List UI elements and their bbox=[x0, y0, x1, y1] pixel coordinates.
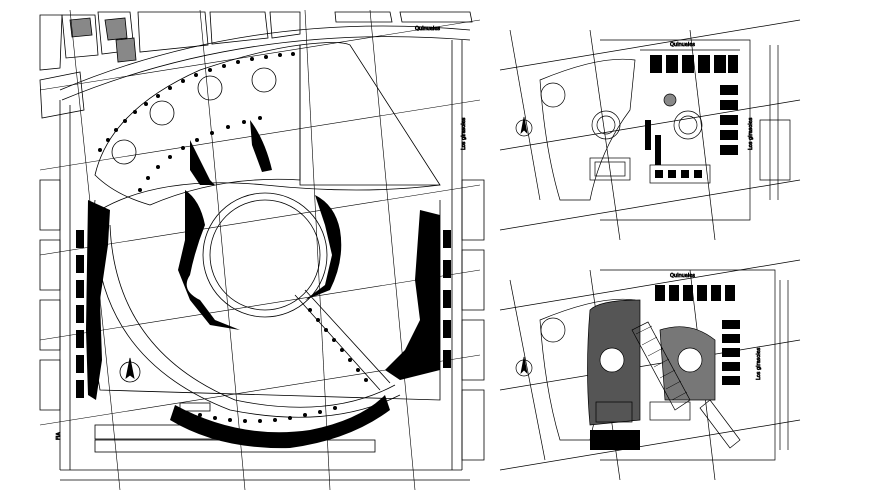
label-street-right-upper: Los girasoles bbox=[748, 117, 754, 150]
main-plan: Quinuales Los girasoles FIA bbox=[39, 9, 485, 491]
label-street-top-upper: Quinuales bbox=[670, 42, 695, 48]
survey-grid bbox=[39, 9, 481, 491]
north-arrow-icon bbox=[119, 357, 141, 383]
parking-bottom bbox=[94, 402, 376, 453]
lower-right-plan: Quinuales Los girasoles bbox=[499, 259, 801, 481]
vegetation-masses bbox=[86, 120, 440, 449]
urban-blocks-top-left bbox=[39, 11, 485, 461]
street-quinuales bbox=[59, 25, 471, 91]
north-arrow-icon bbox=[515, 116, 533, 137]
central-plaza bbox=[202, 192, 328, 318]
upper-right-plan: Quinuales Los girasoles bbox=[499, 19, 801, 241]
label-street-right-main: Los girasoles bbox=[461, 117, 467, 150]
tree-row-upper bbox=[98, 52, 368, 423]
label-street-top-main: Quinuales bbox=[415, 26, 440, 32]
label-corner-main: FIA bbox=[56, 432, 62, 440]
north-arrow-icon bbox=[515, 356, 533, 377]
label-street-right-lower: Los girasoles bbox=[756, 347, 762, 380]
label-street-top-lower: Quinuales bbox=[670, 273, 695, 279]
